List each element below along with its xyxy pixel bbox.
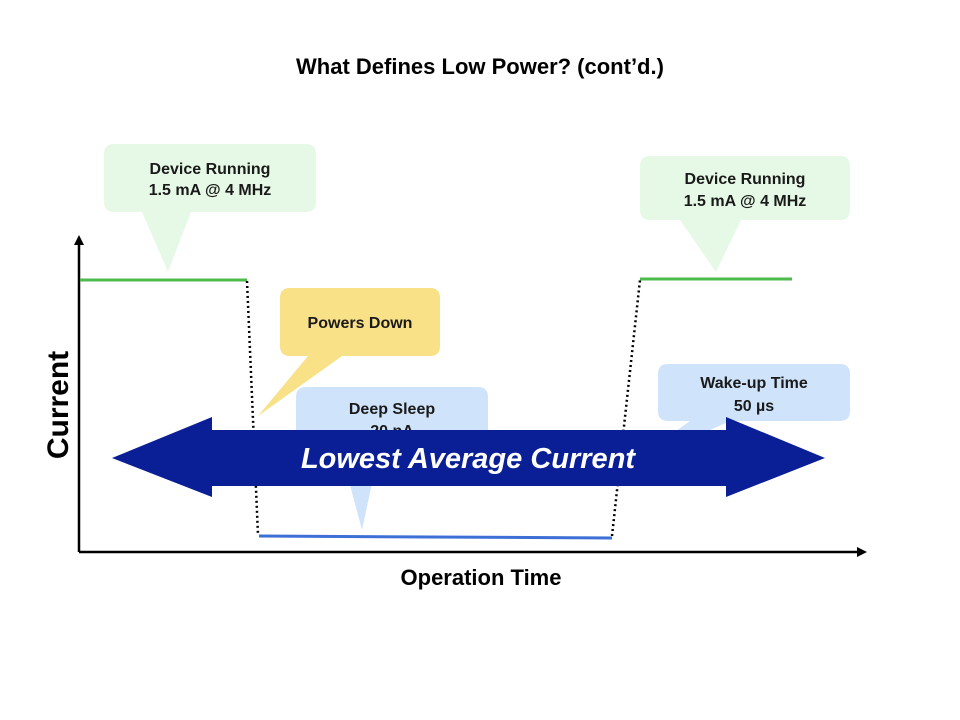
callout-running-left-line1: Device Running — [150, 161, 271, 178]
callout-running-left-line2: 1.5 mA @ 4 MHz — [149, 182, 272, 199]
callout-deep-sleep-shape — [296, 387, 488, 530]
callout-powers-down-shape — [258, 288, 440, 416]
callout-running-left: Device Running 1.5 mA @ 4 MHz — [104, 144, 316, 272]
callout-running-right: Device Running 1.5 mA @ 4 MHz — [640, 156, 850, 272]
wakeup-transition — [610, 279, 642, 537]
callout-running-right-line1: Device Running — [685, 171, 806, 188]
callout-deep-sleep-line1: Deep Sleep — [349, 401, 435, 418]
x-axis-label: Operation Time — [401, 565, 562, 590]
callout-running-right-shape — [640, 156, 850, 272]
callout-powers-down: Powers Down — [258, 288, 440, 416]
callout-running-left-shape — [104, 144, 316, 272]
double-arrow-shape — [112, 417, 825, 497]
sleep-level — [258, 534, 613, 540]
arrow-label: Lowest Average Current — [301, 443, 636, 475]
callout-wakeup-line1: Wake-up Time — [700, 375, 808, 392]
callout-powers-down-line1: Powers Down — [308, 315, 413, 332]
power-down-transition — [245, 280, 260, 536]
slide-title: What Defines Low Power? (cont’d.) — [296, 54, 664, 79]
y-axis-label: Current — [42, 351, 75, 459]
callout-wakeup-line2: 50 µs — [734, 398, 774, 415]
lowest-average-current-arrow: Lowest Average Current — [112, 417, 825, 497]
callout-running-right-line2: 1.5 mA @ 4 MHz — [684, 193, 807, 210]
